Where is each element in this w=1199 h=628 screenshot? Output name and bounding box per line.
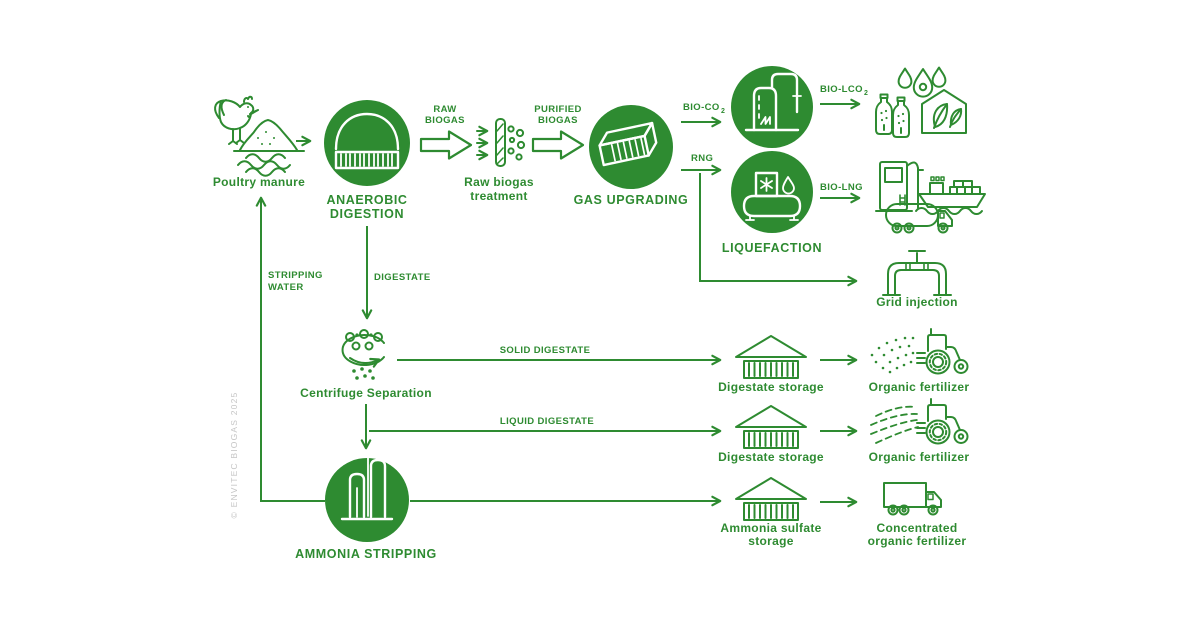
organic-fertilizer-liquid-label: Organic fertilizer <box>869 450 970 464</box>
storage-barn-icon-liquid <box>735 405 807 449</box>
purified-biogas-block-arrow <box>531 130 585 160</box>
stripping-water-label-1: STRIPPING <box>268 270 323 281</box>
raw-biogas-treatment-label-2: treatment <box>470 189 527 203</box>
ammonia-stripping-circle <box>325 458 409 542</box>
stripping-columns-icon <box>340 451 394 521</box>
raw-biogas-label-2: BIOGAS <box>425 115 465 126</box>
bio-co2-label: BIO-CO <box>683 102 720 113</box>
digestate-storage-solid-label: Digestate storage <box>718 380 824 394</box>
concentrated-organic-fertilizer-label-2: organic fertilizer <box>868 534 967 548</box>
stripping-water-label-2: WATER <box>268 282 304 293</box>
chicken-manure-icon <box>214 95 305 177</box>
copyright-text: © ENVITEC BIOGAS 2025 <box>229 392 239 519</box>
digestate-storage-liquid-label: Digestate storage <box>718 450 824 464</box>
solid-digestate-label: SOLID DIGESTATE <box>500 345 591 356</box>
organic-fertilizer-solid-label: Organic fertilizer <box>869 380 970 394</box>
fuel-pump-icon <box>875 161 924 212</box>
raw-biogas-block-arrow <box>419 130 473 160</box>
co2-vessel-icon <box>744 72 802 132</box>
pipe-valve-icon <box>882 250 952 296</box>
bio-co2-sub: 2 <box>721 108 725 115</box>
concentrated-organic-fertilizer-label-1: Concentrated <box>877 521 958 535</box>
tanker-truck-icon <box>885 194 953 234</box>
rng-label: RNG <box>691 153 713 164</box>
co2-liquefaction-circle <box>731 66 813 148</box>
bio-lco2-sub: 2 <box>864 90 868 97</box>
bio-lco2-label: BIO-LCO <box>820 84 863 95</box>
anaerobic-digestion-label-1: ANAEROBIC <box>326 193 407 207</box>
centrifuge-separation-label: Centrifuge Separation <box>300 386 432 400</box>
ship-icon <box>915 176 986 215</box>
greenhouse-icon <box>921 89 967 134</box>
bottles-icon <box>875 93 910 138</box>
tractor-dots-icon <box>870 328 969 375</box>
gas-upgrading-label: GAS UPGRADING <box>574 193 689 207</box>
line-stripping-water <box>255 196 325 502</box>
bio-lng-label: BIO-LNG <box>820 182 863 193</box>
filter-icon <box>476 118 526 167</box>
water-drops-icon <box>897 66 947 98</box>
raw-biogas-treatment-label-1: Raw biogas <box>464 175 534 189</box>
tractor-dashes-icon <box>870 398 969 445</box>
ammonia-stripping-label: AMMONIA STRIPPING <box>295 547 437 561</box>
digester-dome-icon <box>334 112 400 170</box>
container-icon <box>598 121 658 167</box>
liquefaction-circle <box>731 151 813 233</box>
storage-barn-icon-solid <box>735 335 807 379</box>
flow-lines <box>255 98 861 508</box>
digestate-label: DIGESTATE <box>374 272 431 283</box>
raw-biogas-label-1: RAW <box>433 104 456 115</box>
cryo-tank-icon <box>742 171 802 221</box>
purified-biogas-label-1: PURIFIED <box>534 104 582 115</box>
anaerobic-digestion-label-2: DIGESTION <box>330 207 404 221</box>
line-grid-injection <box>699 173 858 287</box>
liquefaction-label: LIQUEFACTION <box>722 241 822 255</box>
purified-biogas-label-2: BIOGAS <box>538 115 578 126</box>
grid-injection-label: Grid injection <box>876 295 958 309</box>
poultry-manure-label: Poultry manure <box>213 175 305 189</box>
storage-barn-icon-ammonia <box>735 477 807 521</box>
ammonia-sulfate-storage-label-1: Ammonia sulfate <box>720 521 821 535</box>
liquid-digestate-label: LIQUID DIGESTATE <box>500 416 594 427</box>
box-truck-icon <box>883 482 942 516</box>
ammonia-sulfate-storage-label-2: storage <box>748 534 793 548</box>
centrifuge-icon <box>341 329 385 380</box>
